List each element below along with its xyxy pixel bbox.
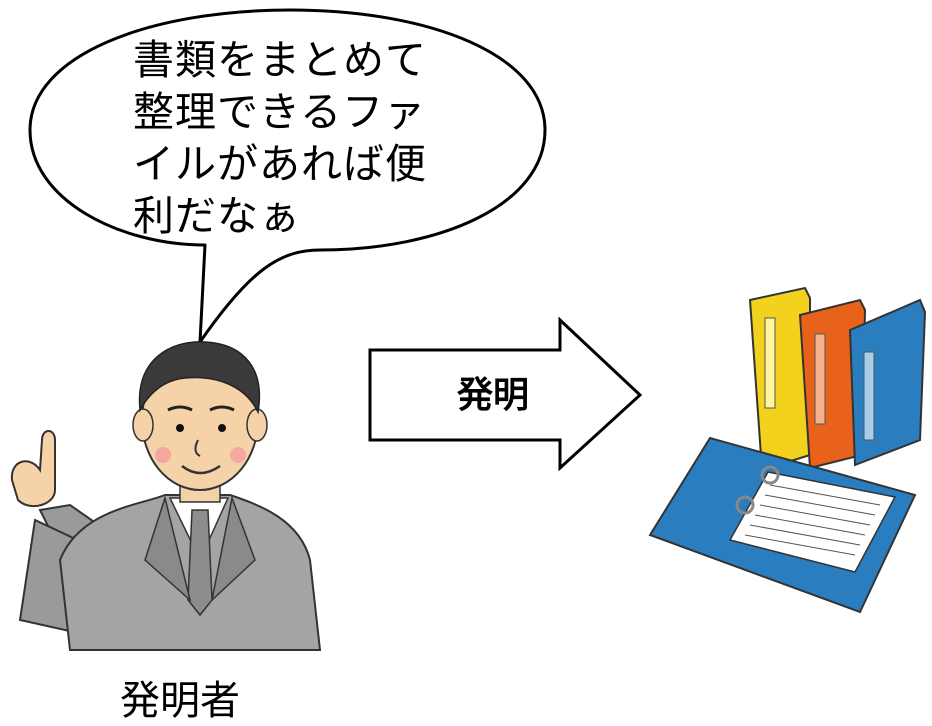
speech-bubble [28, 8, 547, 344]
arrow-label: 発明 [456, 375, 529, 416]
speech-line: 利だなぁ [133, 192, 301, 240]
speech-line: 書類をまとめて [133, 36, 427, 84]
inventor-caption: 発明者 [120, 678, 240, 724]
speech-line: 整理できるファ [133, 88, 427, 136]
speech-line: イルがあれば便 [133, 140, 427, 188]
inventor-figure [10, 341, 322, 651]
speech-bubble-text: 書類をまとめて 整理できるファ イルがあれば便 利だなぁ [133, 34, 433, 242]
binders-illustration [648, 286, 927, 614]
invention-arrow [368, 316, 643, 472]
